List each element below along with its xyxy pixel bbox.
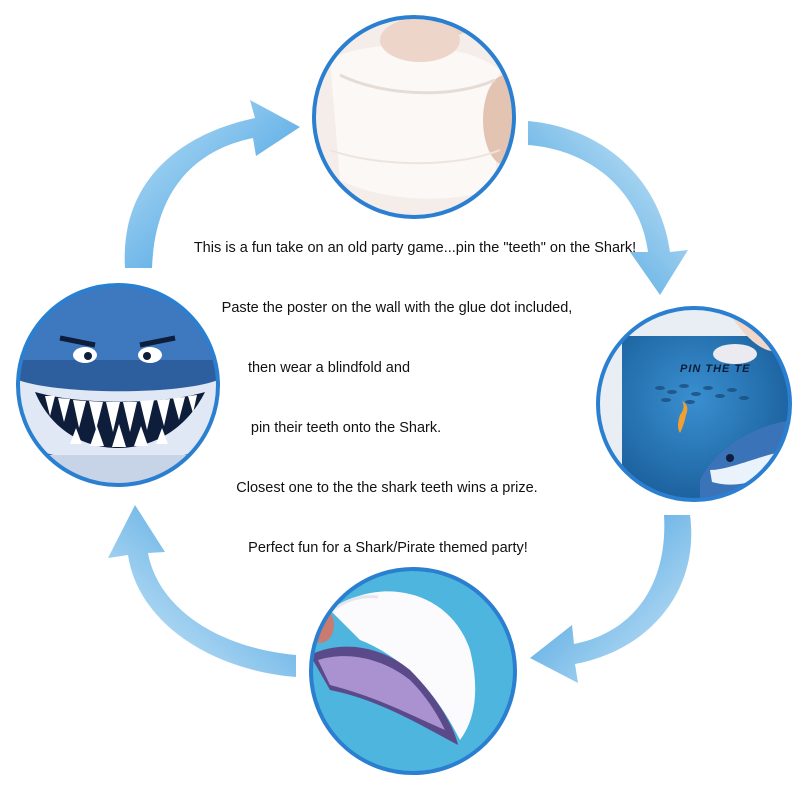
cycle-arrow-icon [108,505,296,677]
instruction-line: Closest one to the the shark teeth wins … [236,480,538,496]
cycle-arrow-icon [530,515,692,683]
instruction-line: This is a fun take on an old party game.… [193,240,637,256]
teeth-sticker-photo [309,567,517,775]
instruction-line: Perfect fun for a Shark/Pirate themed pa… [248,540,528,556]
instruction-line: Paste the poster on the wall with the gl… [221,300,573,316]
shark-poster-photo: PIN THE TE [596,306,792,502]
tape-roll-photo [312,15,516,219]
instruction-line: then wear a blindfold and [247,360,411,376]
cycle-arrow-icon [528,121,688,295]
poster-title: PIN THE TE [680,363,751,375]
instruction-line: pin their teeth onto the Shark. [250,420,442,436]
cycle-arrow-icon [124,100,300,268]
